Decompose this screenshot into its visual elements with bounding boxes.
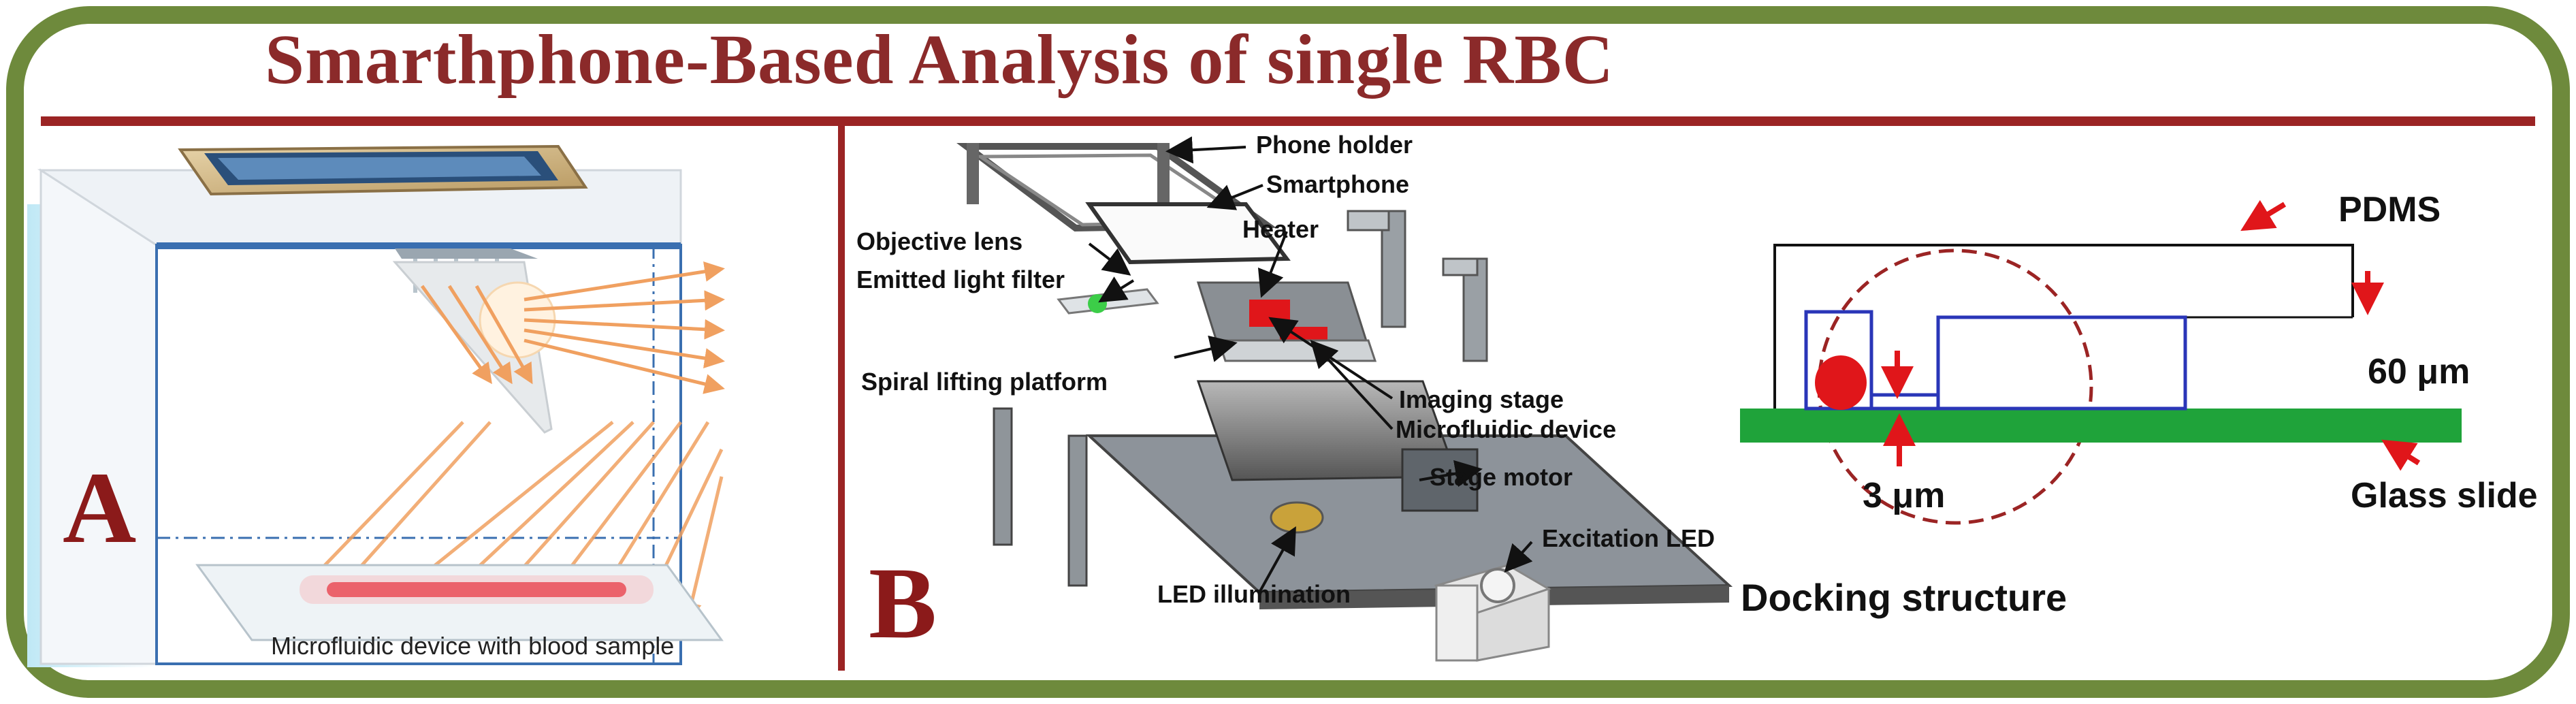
- panel-b-illustration: [956, 136, 1733, 662]
- label-phone-holder: Phone holder: [1256, 131, 1413, 159]
- label-microfluidic-device: Microfluidic device: [1396, 415, 1617, 443]
- label-led-illumination: LED illumination: [1157, 580, 1351, 608]
- panel-c-illustration: [1740, 199, 2462, 525]
- label-spiral-lifting-platform: Spiral lifting platform: [861, 368, 1108, 396]
- label-heater: Heater: [1242, 215, 1319, 243]
- label-emitted-light-filter: Emitted light filter: [856, 266, 1065, 293]
- label-glass-slide: Glass slide: [2351, 476, 2538, 515]
- label-stage-motor: Stage motor: [1430, 463, 1573, 491]
- panel-a-caption: Microfluidic device with blood sample: [271, 632, 675, 660]
- figure-title: Smarthphone-Based Analysis of single RBC: [265, 20, 1614, 99]
- panel-b-letter: B: [869, 547, 937, 660]
- label-height-60um: 60 μm: [2368, 352, 2470, 391]
- panel-a-illustration: [27, 144, 725, 667]
- panel-a-letter: A: [63, 451, 137, 564]
- label-excitation-led: Excitation LED: [1542, 524, 1716, 552]
- label-pdms: PDMS: [2338, 190, 2441, 229]
- label-docking-structure: Docking structure: [1741, 576, 2067, 619]
- label-gap-3um: 3 μm: [1863, 476, 1946, 515]
- label-imaging-stage: Imaging stage: [1399, 385, 1564, 413]
- label-objective-lens: Objective lens: [856, 227, 1023, 255]
- label-smartphone: Smartphone: [1266, 170, 1410, 198]
